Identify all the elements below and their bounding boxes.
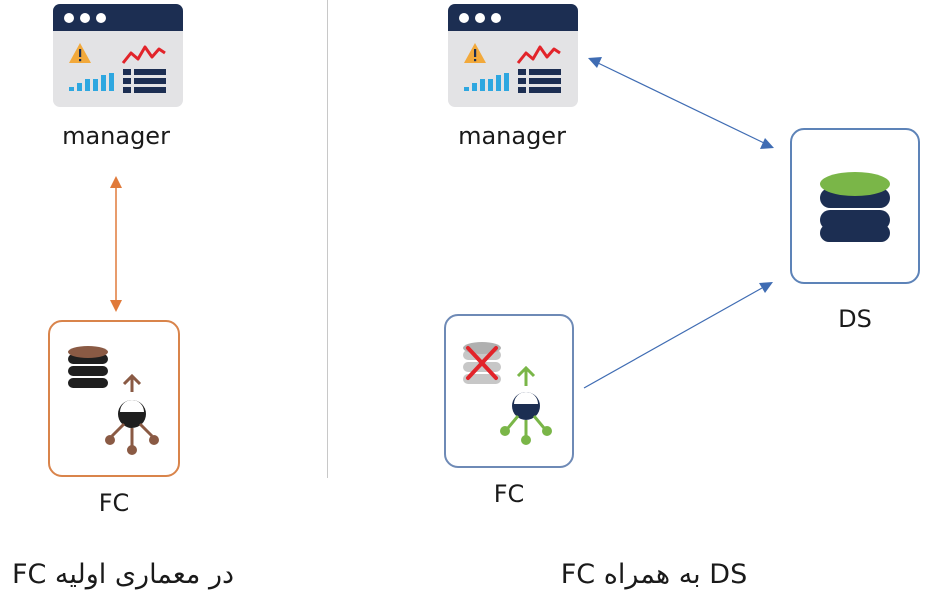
fc-node-right [444, 314, 574, 468]
database-icon [820, 172, 890, 242]
connection-hub-icon [105, 373, 159, 455]
manager-dashboard-icon-left [53, 4, 183, 107]
fc-node-left [48, 320, 180, 477]
cross-icon [466, 346, 498, 380]
dashboard-content-icon [69, 43, 166, 93]
fc-label-right: FC [493, 480, 525, 508]
window-dot [475, 13, 485, 23]
section-divider [327, 0, 328, 478]
caption-right: FC به همراه DS [560, 559, 748, 590]
manager-dashboard-icon-right [448, 4, 578, 107]
window-dot [96, 13, 106, 23]
window-dot [64, 13, 74, 23]
dashboard-content-icon [464, 43, 561, 93]
fc-content-icon [68, 346, 159, 455]
connection-hub-icon [500, 365, 552, 445]
arrow-fc-ds [583, 282, 773, 389]
bidirectional-arrow-orange [110, 176, 122, 312]
arrow-manager-ds [588, 57, 774, 149]
window-title-bar [448, 4, 578, 31]
manager-label-left: manager [62, 122, 170, 150]
caption-left: FC در معماری اولیه [11, 559, 235, 590]
window-dot [80, 13, 90, 23]
window-title-bar [53, 4, 183, 31]
manager-label-right: manager [458, 122, 566, 150]
database-icon [68, 346, 108, 388]
ds-label: DS [838, 305, 872, 333]
ds-node [790, 128, 920, 284]
fc-label-left: FC [98, 489, 130, 517]
fc-content-icon [463, 342, 552, 445]
window-dot [459, 13, 469, 23]
window-dot [491, 13, 501, 23]
